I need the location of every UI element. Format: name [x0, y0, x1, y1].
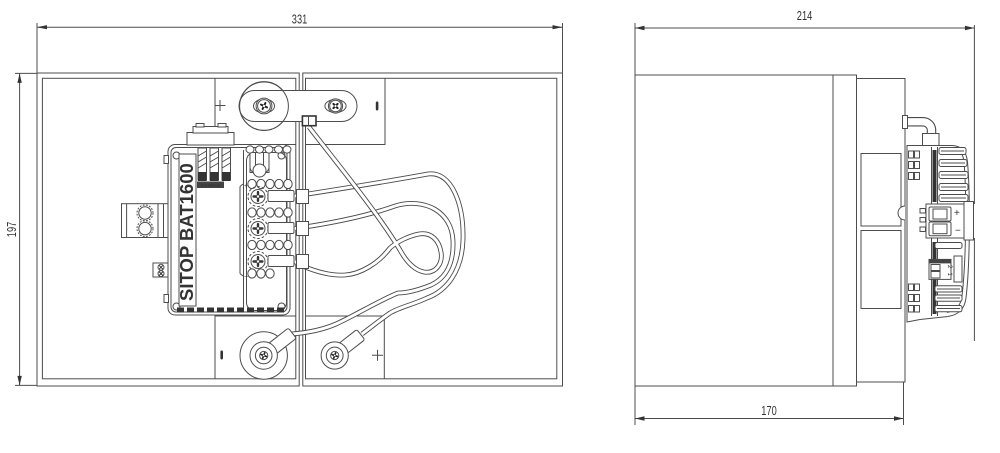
- svg-text:1: 1: [946, 273, 952, 277]
- svg-text:SIEMENS: SIEMENS: [200, 183, 220, 188]
- svg-text:197: 197: [6, 222, 20, 237]
- svg-text:−: −: [955, 226, 961, 237]
- svg-text:2: 2: [946, 265, 952, 269]
- svg-text:+: +: [954, 208, 960, 219]
- svg-text:+: +: [244, 183, 248, 190]
- svg-text:−: −: [244, 274, 248, 281]
- svg-text:170: 170: [761, 405, 776, 419]
- svg-text:214: 214: [797, 10, 812, 24]
- svg-text:331: 331: [292, 13, 307, 27]
- svg-text:SITOP BAT1600: SITOP BAT1600: [176, 163, 197, 301]
